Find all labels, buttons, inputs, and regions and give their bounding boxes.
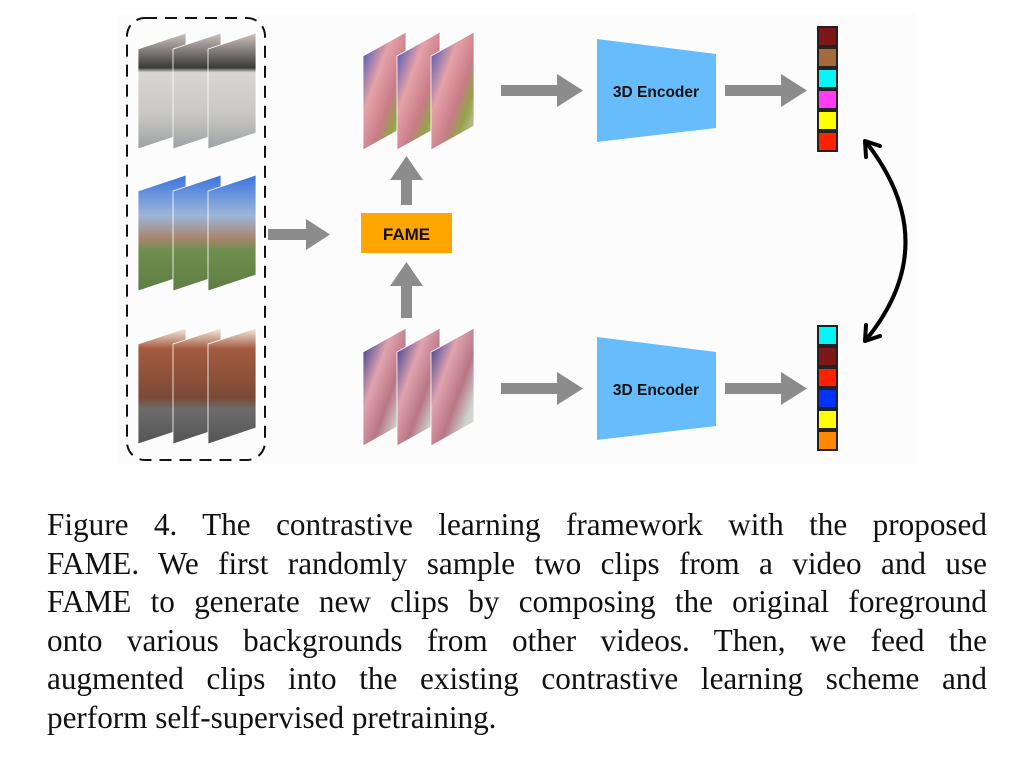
arrow-pool-to-fame <box>268 219 330 250</box>
original-clip <box>362 327 475 447</box>
arrow-original-to-encoder <box>501 372 583 405</box>
video-frame <box>430 327 475 447</box>
soccer-field-clip <box>137 174 257 292</box>
video-frame <box>430 31 475 151</box>
feature-cell <box>817 89 838 110</box>
video-frame <box>207 32 257 150</box>
arrow-original-to-fame <box>390 262 423 318</box>
feature-cell <box>817 26 838 47</box>
caption-line: augmented clips into the existing contra… <box>47 661 987 696</box>
figure-caption: Figure 4. The contrastive learning frame… <box>47 506 987 737</box>
feature-cell <box>817 325 838 346</box>
caption-line: onto various backgrounds from other vide… <box>47 622 987 658</box>
feature-cell <box>817 131 838 152</box>
framework-diagram: FAME 3D Encoder 3D Encoder <box>126 17 908 461</box>
encoder-top: 3D Encoder <box>597 39 716 142</box>
feature-cell <box>817 68 838 89</box>
indoor-hall-clip <box>137 32 257 150</box>
arrow-encoder-to-vector-bottom <box>725 372 807 405</box>
background-clip-pool <box>126 17 266 461</box>
contrastive-double-arrow <box>863 139 908 343</box>
feature-cell <box>817 367 838 388</box>
feature-cell <box>817 110 838 131</box>
brick-wall-clip <box>137 327 257 445</box>
caption-line: perform self-supervised pretraining. <box>47 699 497 735</box>
arrow-fame-to-augmented <box>390 156 423 205</box>
fame-label: FAME <box>383 225 430 244</box>
feature-cell <box>817 409 838 430</box>
encoder-bottom-label: 3D Encoder <box>613 382 699 399</box>
encoder-top-label: 3D Encoder <box>613 84 699 101</box>
encoder-bottom: 3D Encoder <box>597 337 716 440</box>
feature-vector-bottom <box>817 325 838 451</box>
feature-cell <box>817 388 838 409</box>
caption-line: FAME to generate new clips by composing … <box>47 584 987 619</box>
video-frame <box>207 327 257 445</box>
fame-module: FAME <box>361 213 452 253</box>
feature-cell <box>817 47 838 68</box>
caption-line: FAME. We first randomly sample two clips… <box>47 545 987 581</box>
video-frame <box>207 174 257 292</box>
feature-vector-top <box>817 26 838 152</box>
feature-cell <box>817 346 838 367</box>
arrow-encoder-to-vector-top <box>725 74 807 107</box>
augmented-clip <box>362 31 475 151</box>
caption-line: Figure 4. The contrastive learning frame… <box>47 507 987 542</box>
arrow-augmented-to-encoder <box>501 74 583 107</box>
feature-cell <box>817 430 838 451</box>
